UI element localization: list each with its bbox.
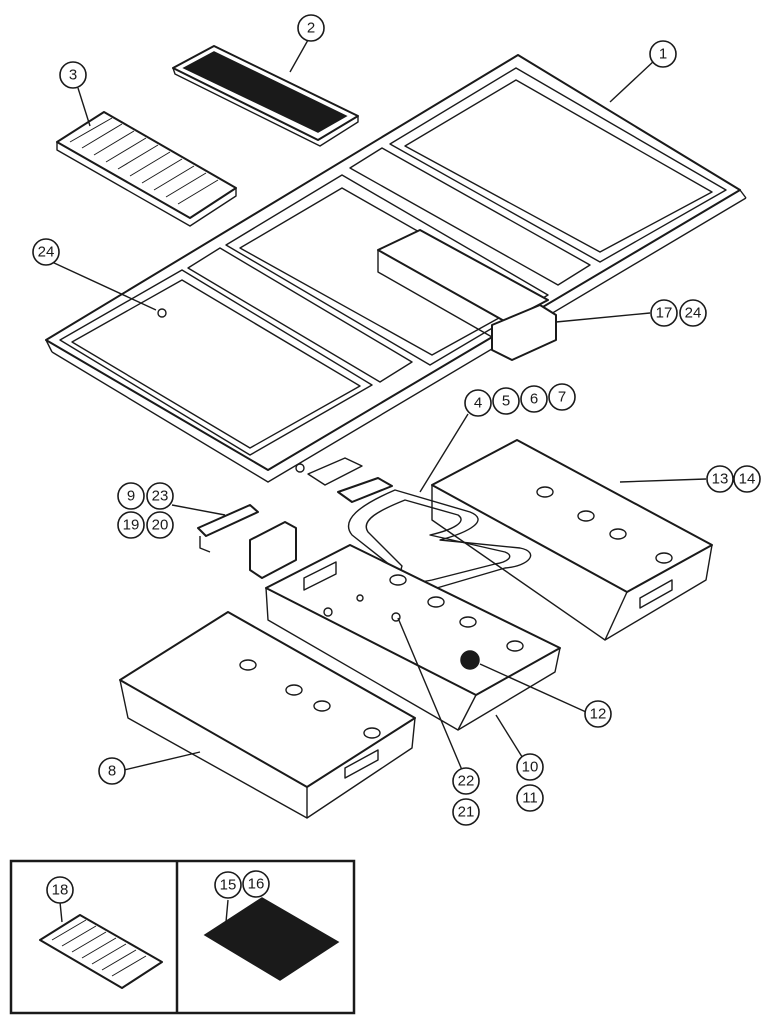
left-drip-pan [119, 611, 416, 819]
callout-19: 19 [117, 511, 145, 539]
cooktop-frame [45, 54, 747, 483]
svg-text:15: 15 [220, 877, 237, 894]
callout-15: 15 [214, 871, 242, 899]
callout-7: 7 [548, 383, 576, 411]
right-drip-pan [431, 439, 713, 641]
callout-17: 17 [650, 299, 678, 327]
grate [56, 111, 237, 227]
svg-text:14: 14 [739, 471, 756, 488]
callout-18: 18 [46, 876, 74, 904]
leader-lines [51, 39, 707, 923]
callout-8: 8 [98, 757, 126, 785]
callout-5: 5 [492, 387, 520, 415]
callout-16: 16 [242, 870, 270, 898]
svg-text:19: 19 [123, 517, 140, 534]
svg-text:4: 4 [474, 395, 482, 412]
callout-12: 12 [584, 700, 612, 728]
svg-text:22: 22 [458, 773, 475, 790]
grille-cover [172, 45, 359, 147]
svg-text:9: 9 [127, 488, 135, 505]
callout-10: 10 [516, 753, 544, 781]
svg-text:13: 13 [712, 471, 729, 488]
callout-3: 3 [59, 61, 87, 89]
svg-text:1: 1 [659, 46, 667, 63]
svg-text:18: 18 [52, 882, 69, 899]
callout-24-right: 24 [679, 299, 707, 327]
svg-text:20: 20 [152, 517, 169, 534]
accessory-inset [9, 859, 356, 1015]
callout-24-top: 24 [32, 238, 60, 266]
callout-6: 6 [520, 385, 548, 413]
callouts: 1 2 3 24 17 24 4 5 6 7 13 14 9 23 19 20 … [32, 14, 761, 904]
callout-23: 23 [146, 482, 174, 510]
callout-14: 14 [733, 465, 761, 493]
svg-text:6: 6 [530, 391, 538, 408]
svg-text:2: 2 [307, 20, 315, 37]
callout-11: 11 [516, 784, 544, 812]
callout-1: 1 [649, 40, 677, 68]
svg-text:5: 5 [502, 393, 510, 410]
callout-2: 2 [297, 14, 325, 42]
callout-22: 22 [452, 767, 480, 795]
svg-text:10: 10 [522, 759, 539, 776]
svg-text:16: 16 [248, 876, 265, 893]
svg-text:23: 23 [152, 488, 169, 505]
svg-text:24: 24 [685, 305, 702, 322]
svg-text:12: 12 [590, 706, 607, 723]
callout-20: 20 [146, 511, 174, 539]
callout-4: 4 [464, 389, 492, 417]
callout-21: 21 [452, 798, 480, 826]
callout-13: 13 [706, 465, 734, 493]
svg-text:17: 17 [656, 305, 673, 322]
center-drip-pan [265, 544, 561, 731]
svg-text:8: 8 [108, 763, 116, 780]
svg-text:11: 11 [522, 790, 538, 807]
svg-text:24: 24 [38, 244, 55, 261]
svg-text:21: 21 [458, 804, 475, 821]
svg-text:3: 3 [69, 67, 77, 84]
callout-9: 9 [117, 482, 145, 510]
svg-text:7: 7 [558, 389, 566, 406]
terminal-bracket [197, 457, 363, 579]
